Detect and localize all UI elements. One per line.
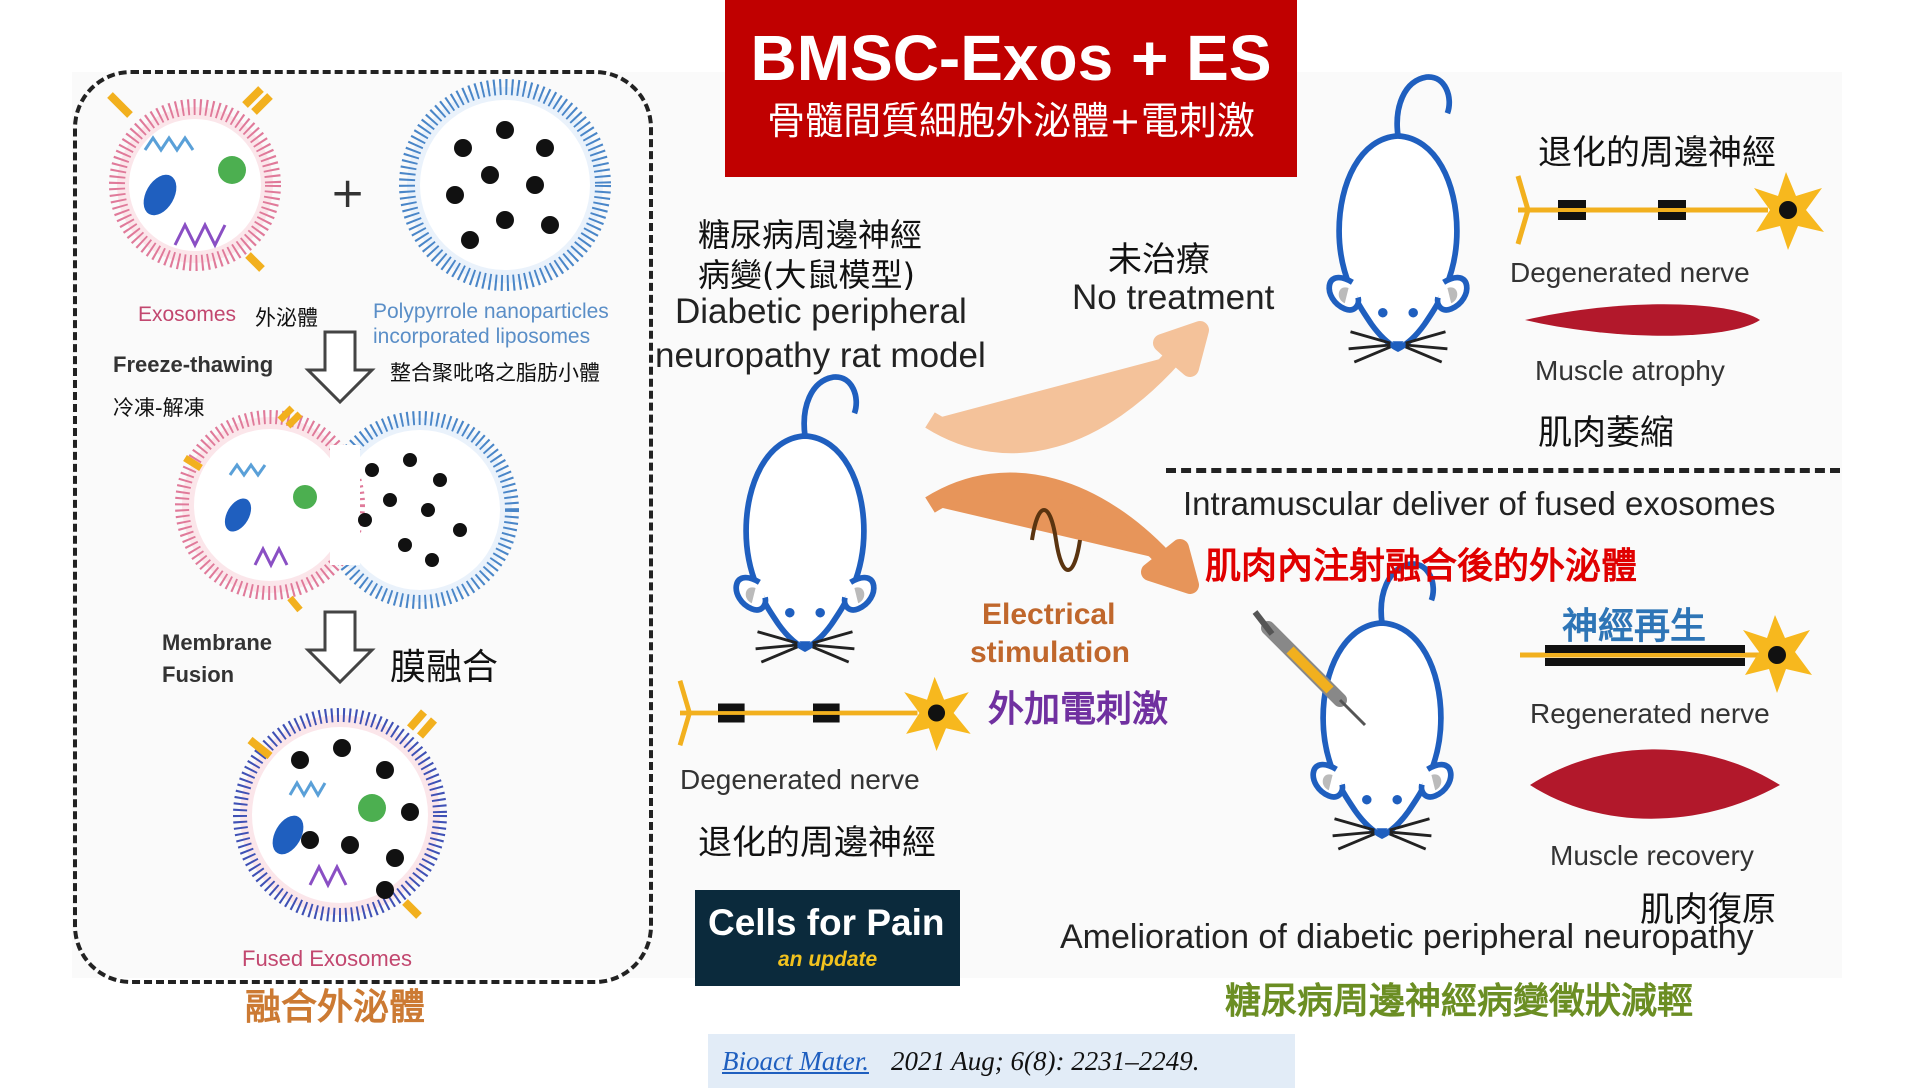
muscle-atrophy-label-zh: 肌肉萎縮 [1538,413,1674,453]
liposome-illustration [399,79,611,291]
no-treatment-label: No treatment [1072,278,1275,317]
citation-details: 2021 Aug; 6(8): 2231–2249. [891,1046,1200,1076]
fused-exosomes-label: Fused Exosomes [242,946,412,971]
top-degenerated-label-zh: 退化的周邊神經 [1538,133,1776,173]
title-main: BMSC-Exos + ES [750,22,1272,94]
liposome-label-zh: 整合聚吡咯之脂肪小體 [390,361,600,385]
section-divider [1166,468,1840,473]
no-treatment-arrow [925,321,1209,454]
logo-title: Cells for Pain [708,902,945,943]
membrane-fusion-label-zh: 膜融合 [390,647,499,688]
muscle-recovery-label: Muscle recovery [1550,840,1754,871]
atrophic-muscle [1525,304,1760,336]
muscle-recovery-label-zh: 肌肉復原 [1640,890,1776,930]
center-degenerated-nerve [680,677,971,751]
fused-exosome-illustration [233,708,447,922]
model-en-line1: Diabetic peripheral [675,292,967,331]
model-zh-line1: 糖尿病周邊神經 [698,216,923,254]
center-degenerated-nerve-label: Degenerated nerve [680,764,920,795]
center-degenerated-nerve-label-zh: 退化的周邊神經 [698,823,936,863]
nerve-regeneration-label-zh: 神經再生 [1562,606,1707,647]
membrane-fusion-arrow [304,610,376,685]
membrane-fusion-illustration [175,405,519,613]
citation: Bioact Mater. 2021 Aug; 6(8): 2231–2249. [708,1034,1295,1088]
cells-for-pain-logo: Cells for Pain an update [695,890,960,986]
regenerated-nerve-label: Regenerated nerve [1530,698,1770,729]
exosome-illustration [107,86,281,272]
title-banner: BMSC-Exos + ES 骨髓間質細胞外泌體+電刺激 [725,0,1297,177]
muscle-atrophy-label: Muscle atrophy [1535,355,1725,386]
membrane-fusion-label-line1: Membrane [162,630,273,655]
sine-wave-icon [1030,508,1082,572]
treated-rat [1313,564,1451,849]
plus-sign: + [330,168,366,217]
liposome-label-line1: Polypyrrole nanoparticles [373,300,609,323]
top-degenerated-nerve-label: Degenerated nerve [1510,257,1750,288]
freeze-thawing-label-zh: 冷凍-解凍 [113,396,205,420]
center-rat [736,377,874,662]
regenerated-nerve [1520,615,1812,693]
no-treatment-label-zh: 未治療 [1108,240,1210,280]
recovered-muscle [1530,749,1780,819]
exosomes-label-zh: 外泌體 [255,306,318,330]
logo-subtitle: an update [778,948,878,971]
fused-exosomes-label-zh: 融合外泌體 [245,987,426,1028]
title-subtitle: 骨髓間質細胞外泌體+電刺激 [767,99,1255,143]
delivery-label: Intramuscular deliver of fused exosomes [1183,485,1776,522]
membrane-fusion-label-line2: Fusion [162,662,235,687]
fusion-process-box [73,70,653,984]
citation-journal-link[interactable]: Bioact Mater. [722,1046,869,1076]
syringe-icon [1252,610,1367,727]
delivery-label-zh: 肌肉內注射融合後的外泌體 [1205,546,1638,587]
amelioration-label: Amelioration of diabetic peripheral neur… [1060,918,1754,956]
model-zh-line2: 病變(大鼠模型) [698,256,915,294]
model-en-line2: neuropathy rat model [655,336,986,375]
untreated-rat [1329,77,1467,362]
electrical-stimulation-line1: Electrical [982,598,1116,631]
freeze-thawing-label: Freeze-thawing [113,352,274,377]
exosomes-label: Exosomes [138,303,237,326]
liposome-label-line2: incorporated liposomes [373,325,591,348]
freeze-thaw-arrow [304,330,376,405]
amelioration-label-zh: 糖尿病周邊神經病變徵狀減輕 [1225,981,1694,1022]
electrical-stimulation-label-zh: 外加電刺激 [988,689,1169,730]
top-degenerated-nerve [1518,172,1824,250]
electrical-stimulation-line2: stimulation [970,636,1131,669]
treatment-arrow [925,472,1199,594]
